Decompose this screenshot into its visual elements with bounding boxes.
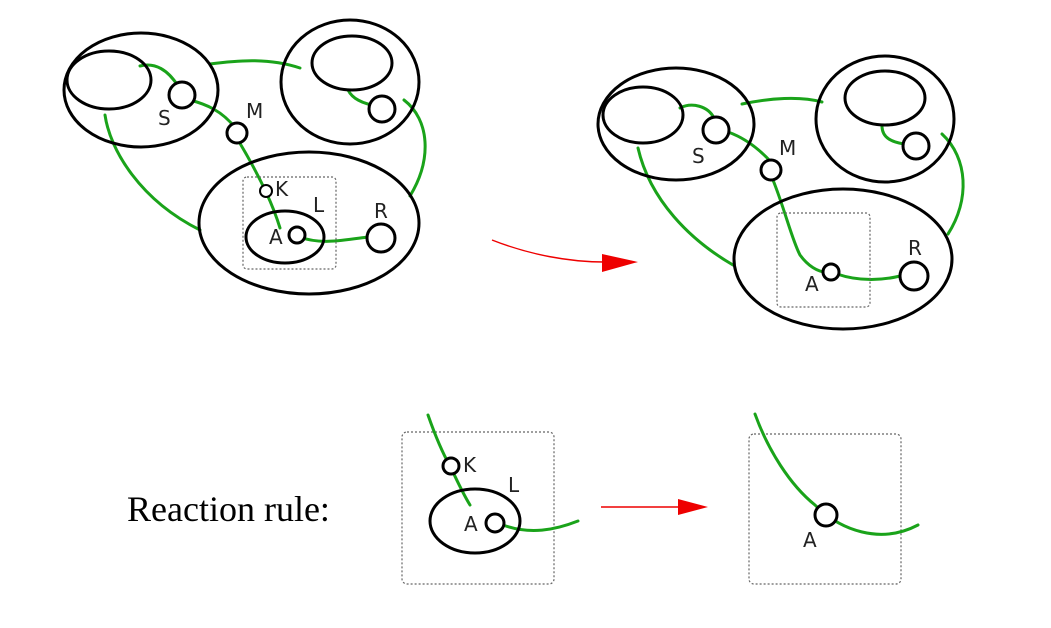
link-a-to-r-after <box>835 272 902 281</box>
link-right-outer <box>402 98 427 198</box>
node-s-after <box>701 115 731 145</box>
site-bottom-after <box>732 187 954 331</box>
label-r: R <box>374 199 388 223</box>
node-s <box>167 80 197 110</box>
link-inner-to-s-after <box>678 103 716 120</box>
label-m: M <box>246 99 263 123</box>
rule-label-l: L <box>508 473 520 497</box>
rule-redex: K L A <box>401 413 580 585</box>
node-right-inner-after <box>901 131 931 161</box>
node-l <box>244 209 326 265</box>
reaction-arrow-top <box>491 239 638 272</box>
link-m-to-a-after <box>771 178 828 274</box>
rule-node-k <box>441 456 461 476</box>
site-top-right <box>279 18 421 146</box>
reaction-rule-caption: Reaction rule: <box>127 489 330 529</box>
reaction-arrow-bottom <box>601 499 708 515</box>
reactum-region <box>776 212 871 308</box>
link-right-inner-after <box>880 124 906 146</box>
link-left-outer <box>103 113 202 232</box>
site-top-left <box>62 31 220 149</box>
link-s-to-m-after <box>726 130 773 164</box>
site-inner-right-after <box>843 69 927 127</box>
node-k <box>259 184 273 198</box>
rule-reactum: A <box>748 412 920 585</box>
rule-reactum-link <box>753 412 920 536</box>
label-l: L <box>313 193 325 217</box>
rule-reactum-region <box>748 433 902 585</box>
link-top <box>208 59 302 70</box>
rule-reactum-node-a <box>813 502 839 528</box>
link-a-to-r <box>298 235 370 243</box>
node-m <box>225 121 249 145</box>
node-r <box>365 222 397 254</box>
label-k: K <box>275 177 289 201</box>
node-a <box>287 225 307 245</box>
rule-label-a: A <box>464 512 478 536</box>
redex-region <box>242 176 337 270</box>
label-s: S <box>158 106 171 130</box>
label-a: A <box>269 225 283 249</box>
node-a-after <box>821 262 841 282</box>
label-s-after: S <box>692 144 705 168</box>
site-bottom <box>197 150 421 296</box>
link-m-to-a <box>236 138 282 230</box>
site-top-right-after <box>814 54 956 184</box>
site-inner-right <box>310 34 394 92</box>
bigraph-after: S M A R <box>596 54 965 331</box>
rule-node-a <box>484 512 506 534</box>
label-m-after: M <box>779 136 796 160</box>
rule-node-l <box>428 487 522 555</box>
site-inner-left-after <box>601 85 685 145</box>
link-top-after <box>740 96 824 106</box>
node-right-inner <box>367 94 397 124</box>
label-r-after: R <box>908 236 922 260</box>
rule-label-k: K <box>463 453 477 477</box>
node-r-after <box>898 260 930 292</box>
node-m-after <box>759 158 783 182</box>
link-left-outer-after <box>636 146 735 267</box>
rule-link-right <box>501 519 580 532</box>
site-inner-left <box>65 49 153 111</box>
bigraph-before: S M K L A R <box>62 18 427 296</box>
site-top-left-after <box>596 66 756 182</box>
label-a-after: A <box>805 272 819 296</box>
rule-reactum-label-a: A <box>803 528 817 552</box>
rule-redex-region <box>401 431 555 585</box>
